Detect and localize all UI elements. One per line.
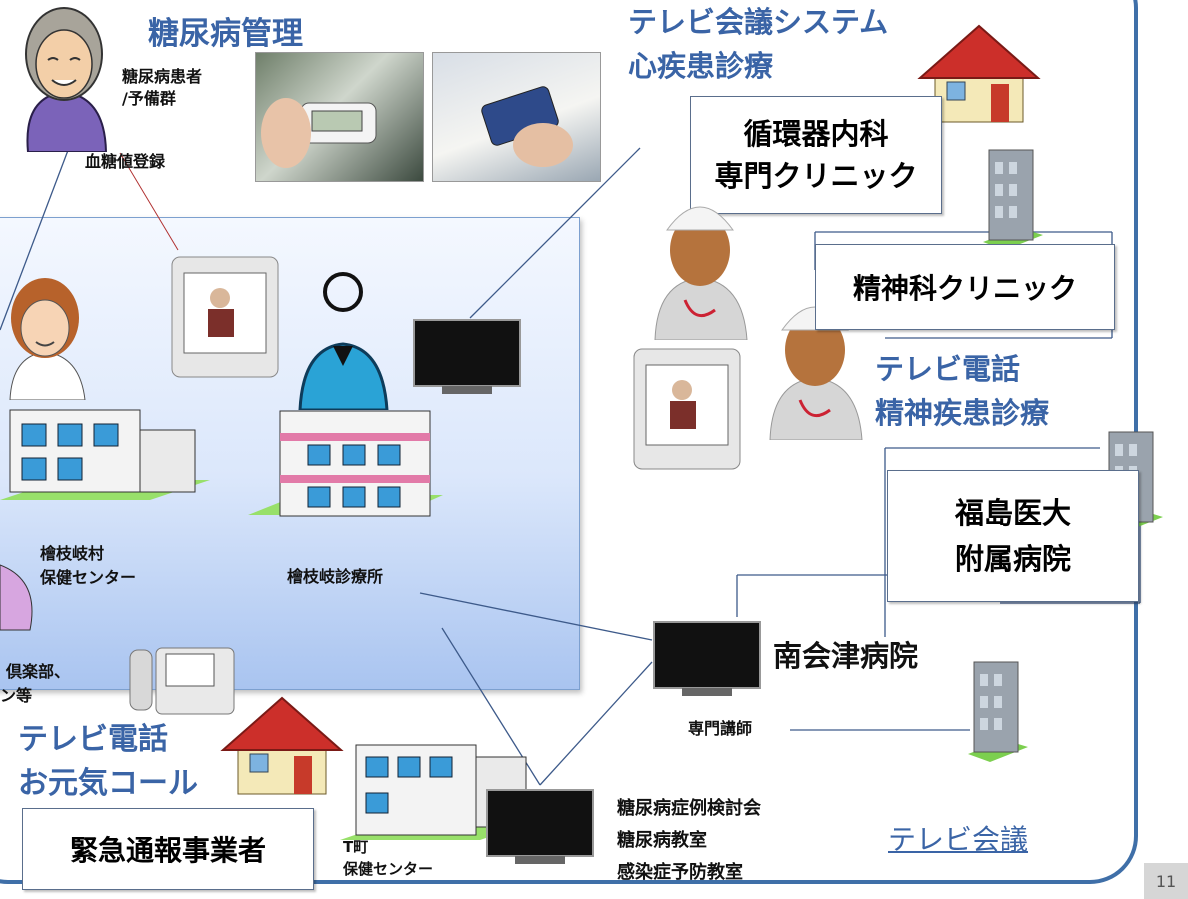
clinic-building-icon xyxy=(248,410,443,517)
fukushima-hospital-box: 福島医大附属病院 xyxy=(887,470,1139,602)
meeting-item: 糖尿病教室 xyxy=(617,830,707,851)
doctor-icon xyxy=(654,206,748,340)
resident-figure-icon xyxy=(0,564,33,631)
tvphone-psych-title: テレビ電話精神疾患診療 xyxy=(875,352,1050,430)
minami-aizu-hospital-label: 南会津病院 xyxy=(773,639,919,673)
meeting-item: 感染症予防教室 xyxy=(617,862,743,883)
emergency-operator-box: 緊急通報事業者 xyxy=(22,808,314,890)
cardiology-clinic-box: 循環器内科専門クリニック xyxy=(690,96,942,214)
health-center-building-icon xyxy=(0,409,210,500)
meeting-item: 糖尿病症例検討会 xyxy=(617,798,761,819)
hinoemata-health-center-label: 檜枝岐村保健センター xyxy=(40,544,137,587)
elderly-patient-icon xyxy=(25,7,108,152)
smartphone-photo xyxy=(432,52,601,182)
tvphone-genki-title: テレビ電話お元気コール xyxy=(18,722,198,801)
desk-videophone-icon xyxy=(129,647,235,715)
nurse-icon xyxy=(9,278,86,400)
video-phone-device-2 xyxy=(171,256,279,378)
video-phone-device xyxy=(633,348,741,470)
doctor-icon-2 xyxy=(769,306,863,440)
monitor-icon-2 xyxy=(486,789,594,864)
diabetes-title: 糖尿病管理 xyxy=(148,16,303,52)
club-label: 倶楽部、ン等 xyxy=(0,662,71,705)
glucose-meter-photo xyxy=(255,52,424,182)
monitor-icon-3 xyxy=(653,621,761,696)
doctor-figure-icon xyxy=(298,272,389,410)
teleconference-link[interactable]: テレビ会議 xyxy=(888,823,1029,856)
psychiatry-clinic-box: 精神科クリニック xyxy=(815,244,1115,330)
house-icon-2 xyxy=(220,696,344,795)
teleconference-cardiac-title: テレビ会議システム心疾患診療 xyxy=(628,5,889,83)
page-number: 11 xyxy=(1144,863,1188,899)
house-icon xyxy=(917,24,1041,123)
meetings-list: 糖尿病症例検討会 糖尿病教室 感染症予防教室 xyxy=(617,793,761,889)
hospital-building-icon xyxy=(983,149,1043,250)
glucose-register-label: 血糖値登録 xyxy=(85,152,166,171)
hospital-building-icon-3 xyxy=(968,661,1028,762)
hinoemata-clinic-label: 檜枝岐診療所 xyxy=(287,567,384,586)
specialist-lecturer-label: 専門講師 xyxy=(688,719,753,738)
patient-label: 糖尿病患者/予備群 xyxy=(122,67,203,108)
monitor-icon xyxy=(413,319,521,394)
t-town-health-center-label: T町保健センター xyxy=(343,838,434,878)
